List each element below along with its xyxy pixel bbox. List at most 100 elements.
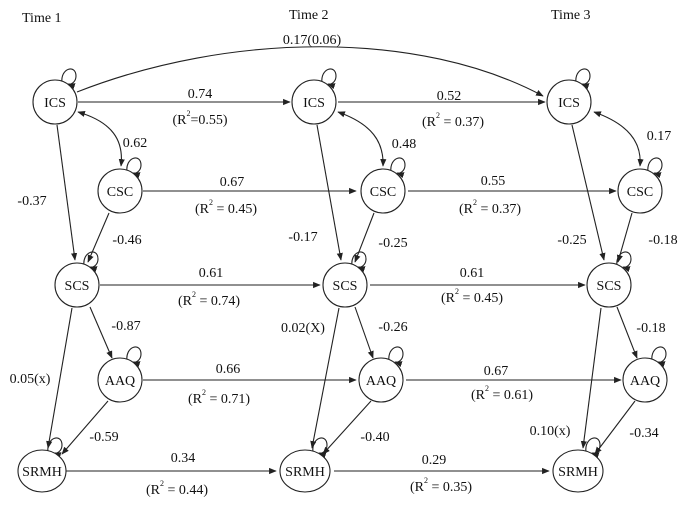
coef-ics1-ics2: 0.74: [188, 87, 213, 102]
self-loop-aaq3: [651, 346, 667, 368]
r2-scs2: (R2 = 0.74): [178, 290, 240, 309]
node-label-scs1: SCS: [65, 279, 90, 294]
node-ics-time1: ICS: [32, 68, 78, 125]
coef-aaq1-srmh1: -0.59: [89, 430, 118, 445]
coef-scs1-scs2: 0.61: [199, 266, 224, 281]
node-label-aaq1: AAQ: [105, 374, 135, 389]
coef-ics2-scs2: -0.17: [288, 230, 317, 245]
r2-ics3: (R2 = 0.37): [422, 111, 484, 130]
node-csc-time3: CSC: [617, 157, 663, 214]
node-label-srmh1: SRMH: [22, 465, 62, 480]
r2-ics2: (R2=0.55): [172, 109, 227, 128]
node-label-ics3: ICS: [558, 96, 580, 111]
edge-ics1-scs1: [56, 124, 78, 261]
edge-ics1-ics3: [76, 46, 544, 97]
coef-scs1-aaq1: -0.87: [111, 319, 140, 334]
r2-aaq2: (R2 = 0.71): [188, 388, 250, 407]
node-scs-time1: SCS: [54, 251, 100, 308]
edge-scs1-srmh1: [46, 307, 73, 449]
self-loop-aaq1: [126, 346, 142, 368]
coef-aaq2-srmh2: -0.40: [360, 430, 389, 445]
coef-srmh2-srmh3: 0.29: [422, 453, 447, 468]
edge-aaq3-srmh3: [594, 400, 636, 455]
coef-scs1-srmh1: 0.05(x): [10, 372, 51, 387]
self-loop-srmh2: [312, 437, 328, 459]
edge-scs1-aaq1: [89, 306, 113, 359]
node-label-scs2: SCS: [333, 279, 358, 294]
edge-scs2-srmh2: [310, 307, 340, 449]
coef-csc1-scs1: -0.46: [112, 233, 141, 248]
edge-scs3-srmh3: [580, 307, 602, 449]
node-aaq-time1: AAQ: [97, 346, 143, 403]
self-loop-srmh1: [47, 437, 63, 459]
edge-ics1-csc1: [77, 111, 125, 167]
edges: [46, 46, 644, 475]
self-loop-srmh3: [585, 437, 601, 459]
coef-aaq2-aaq3: 0.67: [484, 364, 509, 379]
r-squared-labels: (R2=0.55) (R2 = 0.37) (R2 = 0.45) (R2 = …: [146, 109, 533, 498]
coef-scs3-srmh3: 0.10(x): [530, 424, 571, 439]
coef-scs2-srmh2: 0.02(X): [281, 321, 325, 336]
coefficient-labels: 0.17(0.06) 0.74 0.52 0.62 0.48 0.17 0.67…: [10, 33, 678, 468]
self-loop-scs2: [351, 251, 367, 273]
r2-aaq3: (R2 = 0.61): [471, 384, 533, 403]
coef-aaq3-srmh3: -0.34: [629, 426, 658, 441]
coef-ics3-scs3: -0.25: [557, 233, 586, 248]
r2-csc2: (R2 = 0.45): [195, 198, 257, 217]
r2-srmh2: (R2 = 0.44): [146, 479, 208, 498]
coef-ics3-csc3: 0.17: [647, 129, 672, 144]
self-loop-ics2: [321, 68, 337, 90]
node-label-csc1: CSC: [107, 185, 133, 200]
coef-csc2-csc3: 0.55: [481, 174, 506, 189]
time-label-2: Time 2: [289, 8, 329, 23]
node-scs-time3: SCS: [586, 251, 632, 308]
edge-scs3-aaq3: [616, 306, 638, 359]
node-aaq-time3: AAQ: [622, 346, 668, 403]
coef-csc2-scs2: -0.25: [378, 236, 407, 251]
self-loop-ics3: [575, 68, 591, 90]
node-aaq-time2: AAQ: [358, 346, 404, 403]
edge-aaq1-srmh1: [61, 400, 109, 455]
node-label-scs3: SCS: [597, 279, 622, 294]
edge-csc1-scs1: [87, 212, 110, 263]
node-label-aaq2: AAQ: [366, 374, 396, 389]
node-label-ics2: ICS: [303, 96, 325, 111]
node-ics-time3: ICS: [546, 68, 592, 125]
self-loop-aaq2: [388, 346, 404, 368]
edge-scs2-aaq2: [354, 306, 374, 359]
node-srmh-time3: SRMH: [552, 437, 604, 493]
self-loop-csc1: [126, 157, 142, 179]
self-loop-ics1: [61, 68, 77, 90]
coef-ics2-ics3: 0.52: [437, 89, 462, 104]
time-label-1: Time 1: [22, 11, 62, 26]
self-loop-csc2: [390, 157, 406, 179]
self-loop-scs3: [616, 251, 632, 273]
coef-csc3-scs3: -0.18: [648, 233, 677, 248]
node-label-ics1: ICS: [44, 96, 66, 111]
self-loop-csc3: [647, 157, 663, 179]
coef-srmh1-srmh2: 0.34: [171, 451, 196, 466]
nodes: ICS CSC SCS AAQ SRMH ICS: [17, 68, 668, 493]
node-label-csc2: CSC: [370, 185, 396, 200]
edge-ics2-scs2: [316, 124, 343, 261]
edge-ics2-csc2: [337, 111, 387, 167]
coef-ics1-ics3: 0.17(0.06): [283, 33, 342, 48]
node-srmh-time1: SRMH: [17, 437, 67, 493]
coef-ics1-scs1: -0.37: [17, 194, 46, 209]
edge-aaq2-srmh2: [322, 400, 372, 455]
coef-csc1-csc2: 0.67: [220, 175, 245, 190]
edge-ics3-scs3: [571, 124, 606, 261]
r2-csc3: (R2 = 0.37): [459, 198, 521, 217]
node-scs-time2: SCS: [322, 251, 368, 308]
self-loop-scs1: [83, 251, 99, 273]
coef-ics2-csc2: 0.48: [392, 137, 417, 152]
edge-ics3-csc3: [593, 111, 644, 167]
node-label-srmh3: SRMH: [558, 465, 598, 480]
node-srmh-time2: SRMH: [279, 437, 331, 493]
coef-scs3-aaq3: -0.18: [636, 321, 665, 336]
time-label-3: Time 3: [551, 8, 591, 23]
r2-srmh3: (R2 = 0.35): [410, 476, 472, 495]
node-label-srmh2: SRMH: [285, 465, 325, 480]
coef-scs2-aaq2: -0.26: [378, 320, 407, 335]
